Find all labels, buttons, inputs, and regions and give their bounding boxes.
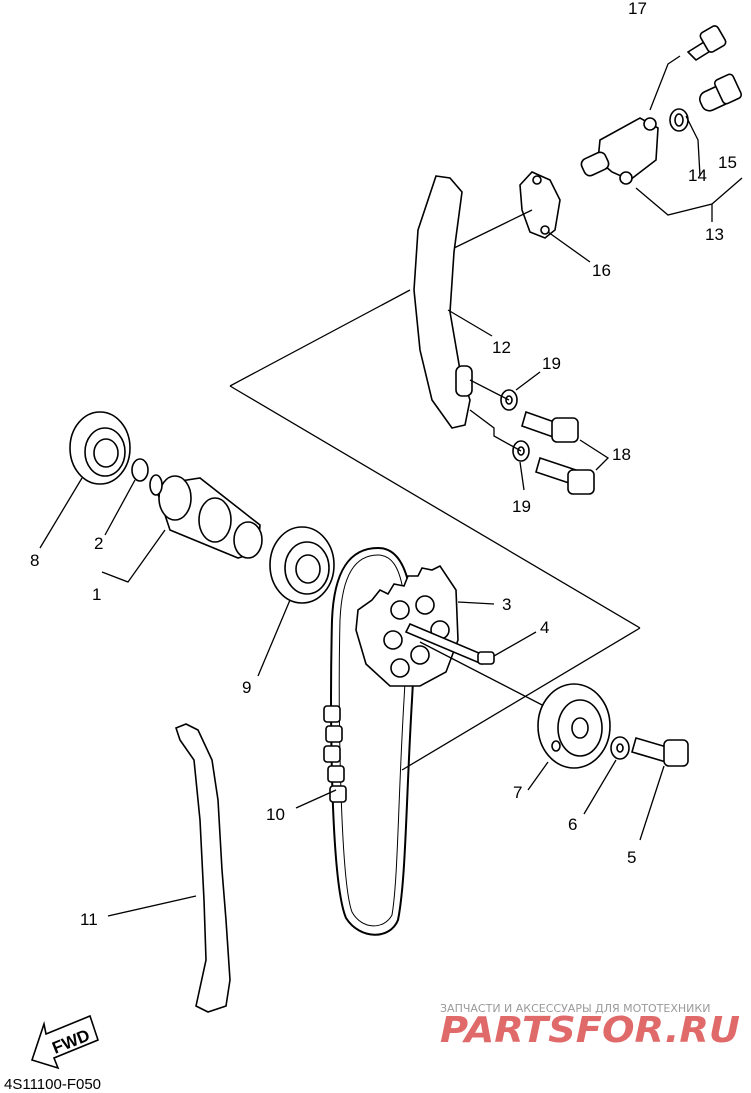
callout-6: 6 [568, 815, 577, 834]
part-8-bearing [69, 411, 131, 485]
callout-13: 13 [705, 225, 724, 244]
part-17-bolt [686, 25, 727, 62]
part-16-gasket [519, 171, 561, 239]
part-1-camshaft [149, 474, 263, 559]
callout-11: 11 [80, 910, 98, 929]
callout-12: 12 [492, 338, 511, 357]
callout-2: 2 [94, 534, 103, 553]
figure-code: 4S11100-F050 [4, 1076, 101, 1093]
part-9-bearing [269, 526, 335, 604]
part-12-chain-guide [413, 175, 471, 429]
part-2-o-ring [131, 458, 149, 482]
part-13-tensioner [580, 117, 659, 185]
part-18-bolt-upper [521, 410, 579, 443]
part-18-bolt-lower [535, 456, 595, 495]
callout-14: 14 [688, 166, 707, 185]
part-15-plug [699, 73, 743, 112]
watermark-brand: PARTSFOR.RU [440, 1010, 740, 1051]
part-3-cam-sprocket [355, 564, 459, 687]
part-4-dowel-pin [404, 622, 495, 666]
part-11-chain-guide [175, 723, 231, 1013]
part-5-bolt [631, 737, 689, 767]
callout-9: 9 [242, 678, 251, 697]
callout-10: 10 [266, 805, 285, 824]
callout-17: 17 [628, 0, 647, 18]
callout-7: 7 [513, 783, 522, 802]
callout-8: 8 [30, 551, 39, 570]
callout-18: 18 [612, 445, 631, 464]
callout-5: 5 [627, 848, 636, 867]
fwd-arrow-icon [30, 1014, 99, 1070]
assembly-outline [229, 289, 641, 771]
callout-19-upper: 19 [542, 354, 561, 373]
part-7-plate [537, 683, 611, 769]
chain-links-detail [323, 705, 347, 803]
callout-1: 1 [92, 585, 101, 604]
callout-16: 16 [592, 261, 611, 280]
callout-19-lower: 19 [512, 497, 531, 516]
callout-3: 3 [502, 595, 511, 614]
watermark-tagline: ЗАПЧАСТИ И АКСЕССУАРЫ ДЛЯ МОТОТЕХНИКИ [440, 1002, 710, 1015]
callout-15: 15 [718, 153, 737, 172]
callout-4: 4 [540, 618, 549, 637]
